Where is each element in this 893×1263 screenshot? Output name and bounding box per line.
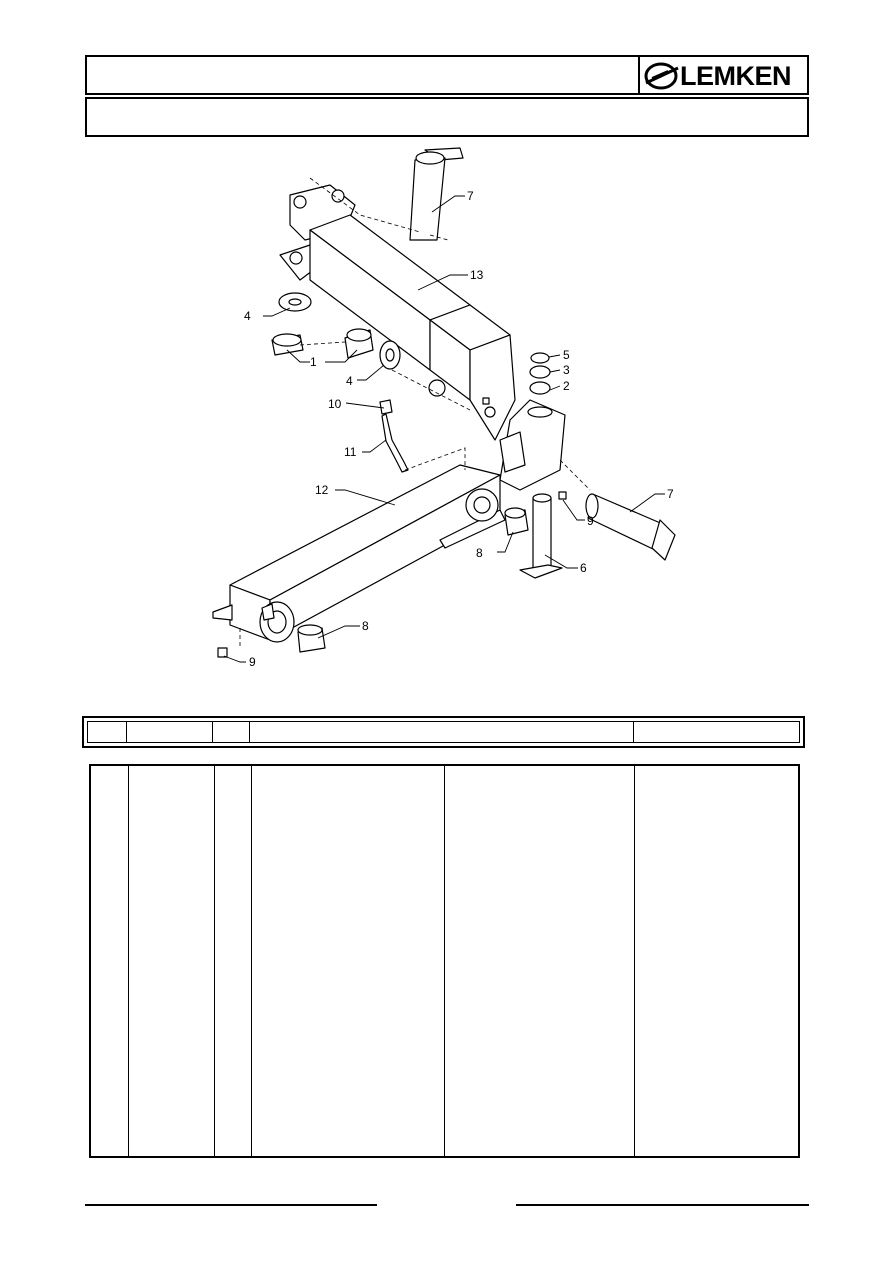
grease-nipple-part-10	[379, 399, 393, 415]
parts-column-header	[82, 716, 805, 748]
callout-label: 5	[563, 348, 570, 362]
column-divider	[212, 722, 213, 742]
frame-beam-part-13	[279, 184, 516, 441]
callout-label: 10	[328, 397, 342, 411]
callout-label: 1	[310, 355, 317, 369]
callout-label: 11	[344, 445, 357, 459]
header-title-box: LEMKEN	[85, 55, 809, 95]
pin-part-7-top	[409, 147, 464, 241]
grease-nipple-part-9-lower	[217, 647, 228, 658]
parts-column-header-inner	[87, 721, 800, 743]
callout-label: 12	[315, 483, 329, 497]
column-divider	[214, 766, 215, 1156]
footer-rule-left	[85, 1204, 377, 1206]
callout-label: 9	[587, 514, 594, 528]
pin-part-7-right	[585, 493, 676, 561]
ring-part-5	[530, 352, 550, 364]
header-subtitle-box	[85, 97, 809, 137]
exploded-parts-drawing: 1 2 3 4 4 5 6 7 7 8 8 9 9 10 11 12 13	[212, 147, 676, 669]
footer-rule-right	[516, 1204, 809, 1206]
swing-arm-part-12	[212, 399, 566, 643]
header-divider	[638, 57, 640, 93]
column-divider	[251, 766, 252, 1156]
lemken-logo: LEMKEN	[642, 59, 807, 93]
logo-text: LEMKEN	[680, 61, 792, 91]
column-divider	[633, 722, 634, 742]
callout-label: 6	[580, 561, 587, 575]
column-divider	[126, 722, 127, 742]
parts-table	[89, 764, 800, 1158]
callout-label: 2	[563, 379, 570, 393]
callout-label: 3	[563, 363, 570, 377]
ring-part-2	[529, 381, 551, 395]
callout-label: 13	[470, 268, 484, 282]
callout-label: 4	[346, 374, 353, 388]
hose-part-11	[381, 413, 409, 473]
column-divider	[634, 766, 635, 1156]
pin-part-6	[519, 493, 563, 579]
callout-label: 8	[362, 619, 369, 633]
callout-label: 4	[244, 309, 251, 323]
column-divider	[249, 722, 250, 742]
callout-label: 7	[667, 487, 674, 501]
lemken-emblem-icon	[644, 62, 679, 90]
grease-nipple-part-9-upper	[558, 491, 567, 500]
callout-label: 7	[467, 189, 474, 203]
column-divider	[128, 766, 129, 1156]
ring-part-3	[529, 365, 551, 379]
column-divider	[444, 766, 445, 1156]
callout-label: 9	[249, 655, 256, 669]
callout-label: 8	[476, 546, 483, 560]
